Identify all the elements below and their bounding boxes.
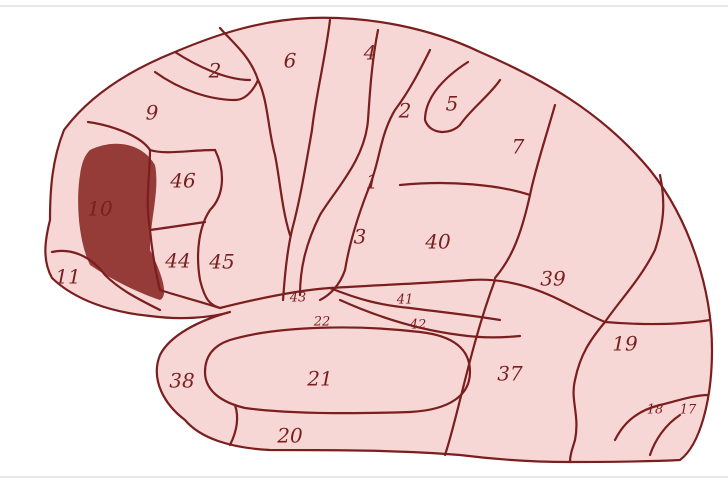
area-label-21: 21 bbox=[306, 367, 332, 391]
area-label-20: 20 bbox=[276, 424, 303, 448]
area-label-22: 22 bbox=[313, 315, 331, 330]
area-label-5: 5 bbox=[446, 92, 459, 116]
area-label-9: 9 bbox=[146, 101, 159, 125]
area-label-10: 10 bbox=[87, 197, 113, 221]
area-label-3: 3 bbox=[354, 225, 367, 249]
area-label-1: 1 bbox=[366, 170, 379, 194]
area-label-2-parietal: 2 bbox=[398, 99, 412, 123]
area-label-18: 18 bbox=[647, 403, 664, 418]
area-label-43: 43 bbox=[289, 291, 307, 306]
area-label-44: 44 bbox=[164, 249, 190, 273]
area-label-6: 6 bbox=[284, 49, 297, 73]
area-label-38: 38 bbox=[169, 369, 194, 393]
area-label-4: 4 bbox=[363, 41, 377, 65]
area-label-45: 45 bbox=[208, 250, 234, 274]
area-label-2-frontal: 2 bbox=[208, 59, 222, 83]
area-label-41: 41 bbox=[396, 293, 414, 308]
area-label-39: 39 bbox=[540, 267, 566, 291]
area-label-46: 46 bbox=[169, 169, 196, 193]
area-label-37: 37 bbox=[497, 362, 523, 386]
area-label-42: 42 bbox=[409, 318, 427, 333]
area-label-40: 40 bbox=[424, 230, 451, 254]
area-label-11: 11 bbox=[55, 265, 80, 289]
area-label-19: 19 bbox=[612, 332, 638, 356]
area-label-7: 7 bbox=[512, 135, 525, 159]
area-label-17: 17 bbox=[680, 403, 697, 418]
